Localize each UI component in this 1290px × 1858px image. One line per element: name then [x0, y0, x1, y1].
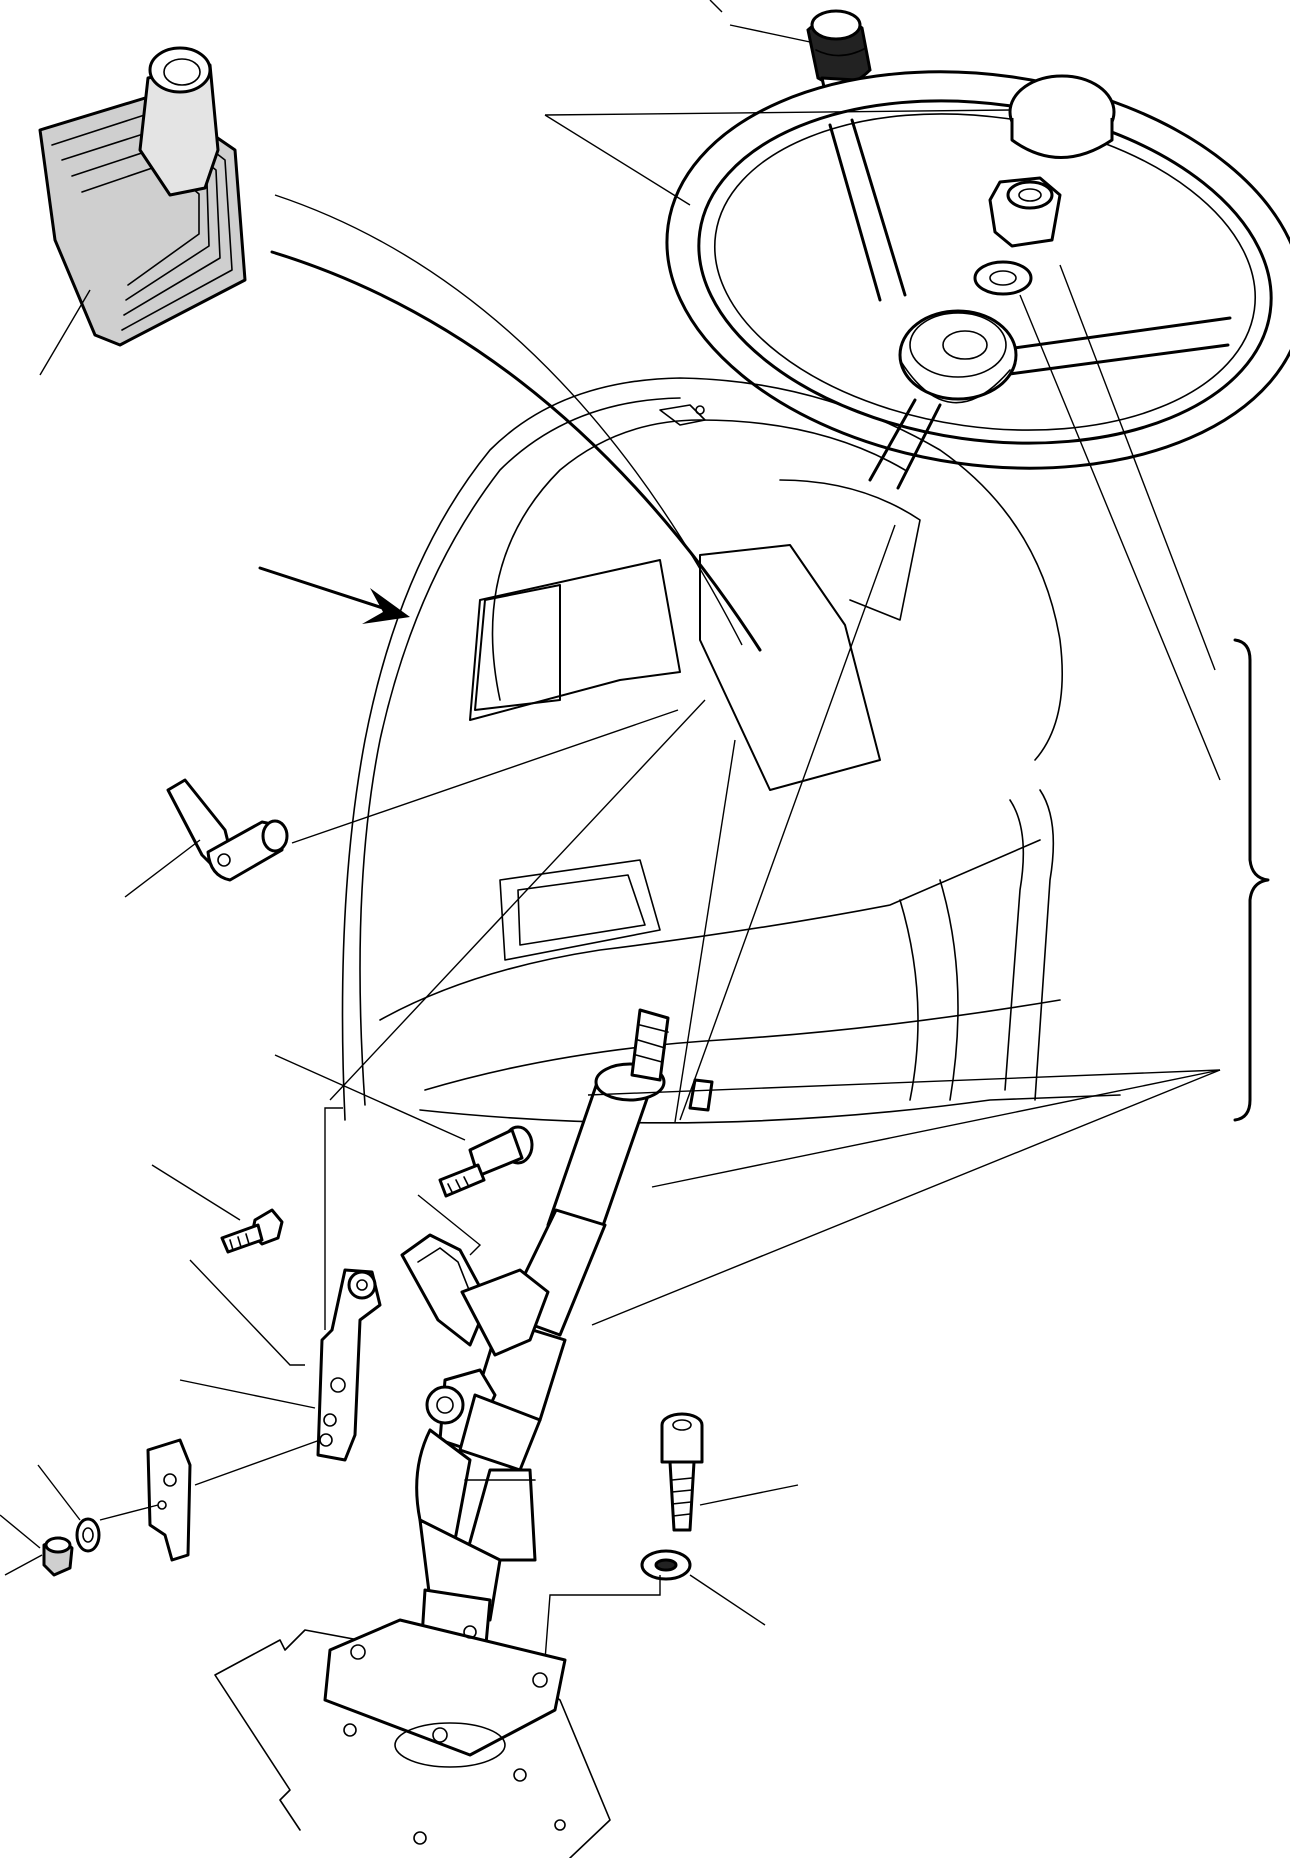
wheel-washer: [973, 260, 1033, 296]
wheel-nut: [988, 176, 1062, 248]
leader-bracket: [179, 1379, 316, 1409]
leader-plate-bracket: [194, 1439, 321, 1486]
leader-washer-base: [544, 1575, 661, 1661]
leader-flat-washer: [37, 1464, 81, 1521]
leader-hex-bolt: [151, 1164, 241, 1221]
leader-lever: [124, 839, 201, 898]
leader-washer: [1019, 294, 1221, 781]
leader-column-washer: [689, 1574, 766, 1626]
tilt-lever: [166, 778, 289, 882]
socket-head-screw: [660, 1412, 704, 1532]
leader-nut-lower-2: [0, 1514, 41, 1549]
leader-column-wheel: [679, 524, 896, 1121]
leader-bracket-console-2: [329, 699, 706, 1101]
leader-bracket-bolt: [189, 1259, 305, 1366]
direction-arrow: [258, 566, 410, 624]
lock-nut: [42, 1536, 74, 1577]
leader-lever-console: [291, 709, 679, 844]
leader-nut-lower: [4, 1554, 43, 1576]
leader-column-3: [591, 1069, 1221, 1326]
leader-bolt-bracket: [417, 1194, 482, 1256]
column-washer: [640, 1549, 692, 1581]
floor-base-plate: [214, 1618, 611, 1858]
shoulder-bolt: [438, 1125, 534, 1198]
leader-bracket-console: [324, 1107, 343, 1330]
support-plate: [146, 1438, 192, 1562]
gear-lever-boot: [38, 46, 247, 347]
leader-column-2: [651, 1069, 1221, 1188]
mounting-bracket: [316, 1268, 382, 1462]
assembly-bracket: [400, 1233, 550, 1357]
dashboard-console: [341, 377, 1121, 1124]
leader-screw: [699, 1484, 799, 1506]
leader-shoulder-bolt: [274, 1054, 466, 1141]
leader-column-console: [674, 739, 736, 1123]
flat-washer: [75, 1517, 101, 1553]
leader-wheel-1: [544, 109, 1011, 116]
leader-column-1: [587, 1069, 1221, 1096]
leader-knob: [729, 24, 811, 43]
leader-boot-console: [270, 250, 762, 652]
leader-boot-console-2: [274, 194, 743, 646]
leader-boot: [39, 289, 91, 376]
leader-nut: [1059, 264, 1216, 671]
leader-knob-top: [709, 0, 723, 13]
steering-wheel: [665, 70, 1290, 490]
steering-wheel-cap: [1008, 74, 1116, 159]
hex-bolt: [220, 1208, 284, 1254]
assembly-group-brace: [1233, 638, 1270, 1122]
leader-plate-washer: [99, 1504, 159, 1521]
leader-wheel-2: [544, 114, 691, 206]
steering-column: [395, 1008, 714, 1730]
